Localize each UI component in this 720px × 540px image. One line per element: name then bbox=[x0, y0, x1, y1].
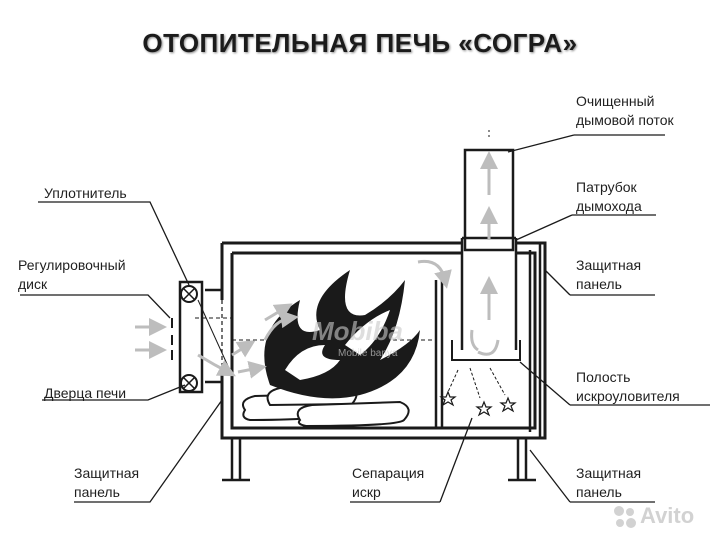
seal-circle-top bbox=[180, 285, 198, 303]
label-spark-separation: Сепарация искр bbox=[352, 465, 425, 500]
spark-partition bbox=[434, 280, 521, 428]
label-stove-door: Дверца печи bbox=[44, 385, 127, 401]
stove-legs bbox=[222, 438, 536, 482]
seal-circle-bottom bbox=[180, 374, 198, 392]
label-regulating-disk: Регулировочный диск bbox=[18, 257, 126, 292]
spark-arrows bbox=[447, 367, 506, 399]
stove-door bbox=[178, 280, 224, 394]
smoke-arrows bbox=[417, 151, 500, 356]
label-seal: Уплотнитель bbox=[44, 185, 127, 201]
avito-logo-icon bbox=[614, 506, 636, 528]
label-protective-panel-right-top: Защитная панель bbox=[576, 257, 642, 292]
right-protective-panel bbox=[528, 244, 542, 438]
leader-lines bbox=[20, 134, 710, 503]
diagram-title: ОТОПИТЕЛЬНАЯ ПЕЧЬ «СОГРА» bbox=[142, 28, 578, 58]
label-cleaned-flow: Очищенный дымовой поток bbox=[576, 93, 674, 128]
watermark-brand: Mobiba bbox=[312, 316, 403, 346]
watermark-sub: Mobile banya bbox=[338, 348, 398, 359]
label-protective-panel-left-bottom: Защитная панель bbox=[74, 465, 140, 500]
watermark-avito: Avito bbox=[640, 503, 695, 528]
label-protective-panel-right-bottom: Защитная панель bbox=[576, 465, 642, 500]
flames bbox=[264, 270, 420, 399]
label-chimney-pipe: Патрубок дымохода bbox=[576, 179, 642, 214]
air-arrows bbox=[135, 303, 299, 379]
spark-stars bbox=[439, 390, 517, 417]
label-spark-cavity: Полость искроуловителя bbox=[576, 369, 680, 404]
